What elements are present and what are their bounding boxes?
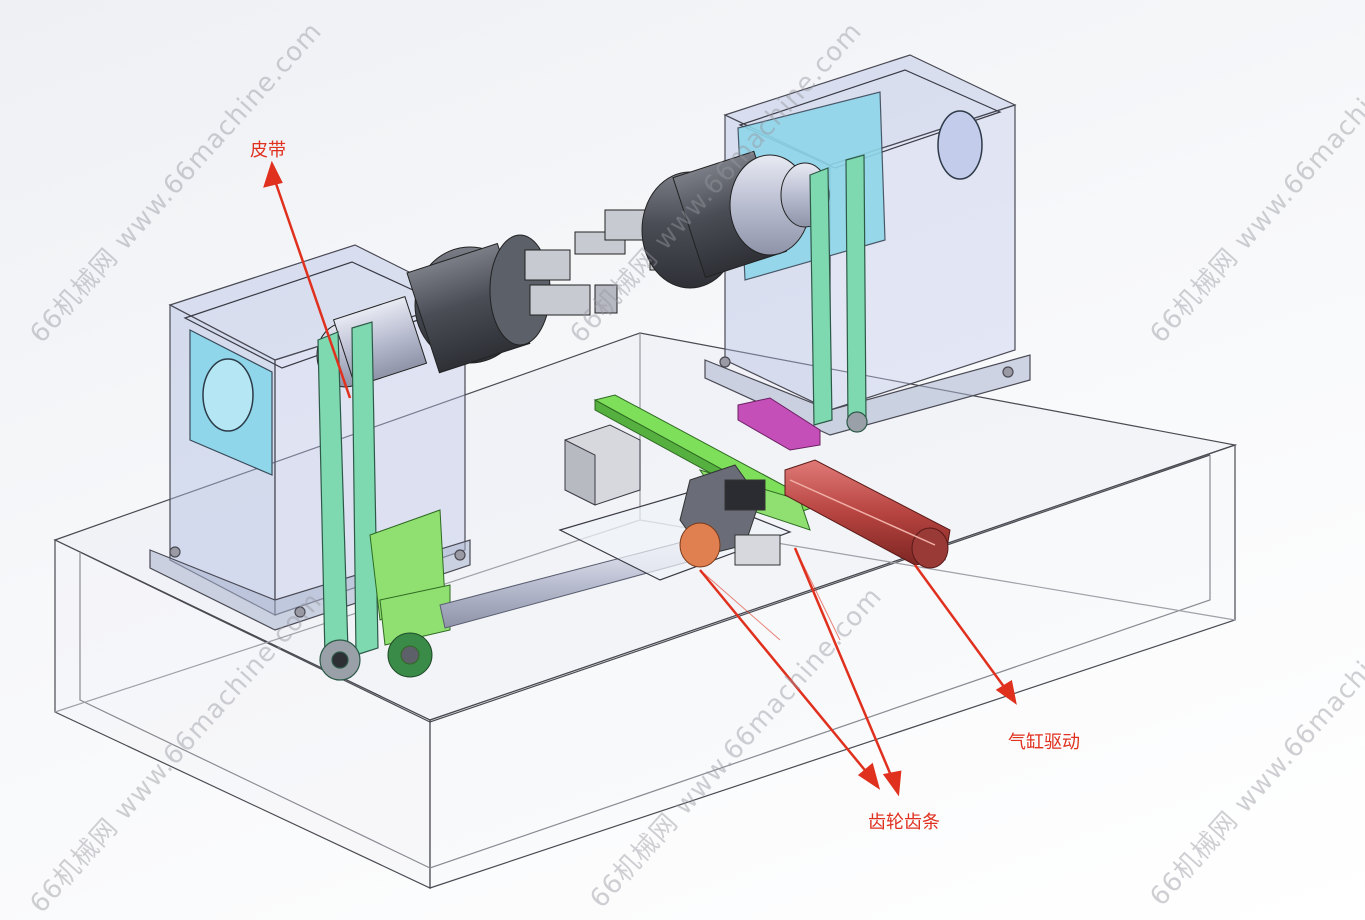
cylinder-arrow — [913, 564, 1012, 696]
rack-pinion-label: 齿轮齿条 — [868, 812, 940, 833]
air-cylinder — [784, 459, 951, 569]
belt-arrow — [270, 171, 352, 399]
right-belt — [809, 154, 868, 433]
belt-label: 皮带 — [250, 140, 286, 161]
support-block — [564, 424, 641, 506]
pinion-gear — [679, 464, 781, 568]
cylinder-drive-label: 气缸驱动 — [1008, 732, 1080, 753]
left-belt — [317, 321, 379, 681]
magenta-part — [737, 397, 821, 451]
right-chuck — [574, 150, 830, 289]
rack-arrow-2 — [793, 547, 897, 786]
left-bottom-bracket — [369, 509, 451, 678]
rack-arrow-1 — [699, 569, 874, 781]
callout-arrows — [263, 160, 1017, 797]
